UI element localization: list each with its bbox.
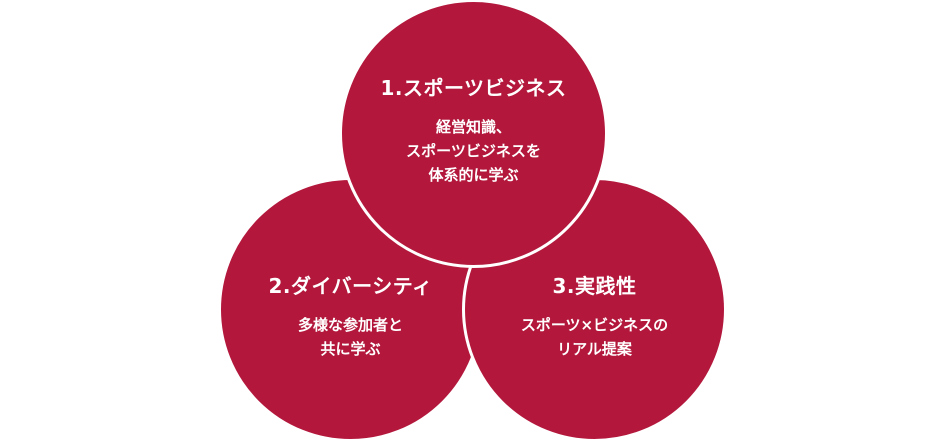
circle-desc-line: スポーツビジネスを: [406, 142, 541, 160]
circle-title-sports-business: 1.スポーツビジネス: [380, 76, 567, 100]
circle-desc-line: 共に学ぶ: [320, 340, 381, 358]
circle-description-practicality: スポーツ×ビジネスの リアル提案: [465, 313, 724, 361]
circle-sports-business: 1.スポーツビジネス 経営知識、 スポーツビジネスを 体系的に学ぶ: [339, 0, 608, 268]
circle-description-sports-business: 経営知識、 スポーツビジネスを 体系的に学ぶ: [342, 115, 605, 187]
circle-desc-line: 多様な参加者と: [297, 316, 403, 334]
circle-title-diversity: 2.ダイバーシティ: [268, 274, 433, 298]
circle-description-diversity: 多様な参加者と 共に学ぶ: [221, 313, 480, 361]
circle-desc-line: リアル提案: [557, 340, 632, 358]
circle-desc-line: 体系的に学ぶ: [428, 166, 519, 184]
circle-desc-line: スポーツ×ビジネスの: [520, 316, 669, 334]
circle-title-practicality: 3.実践性: [552, 274, 637, 298]
circle-desc-line: 経営知識、: [435, 118, 511, 136]
